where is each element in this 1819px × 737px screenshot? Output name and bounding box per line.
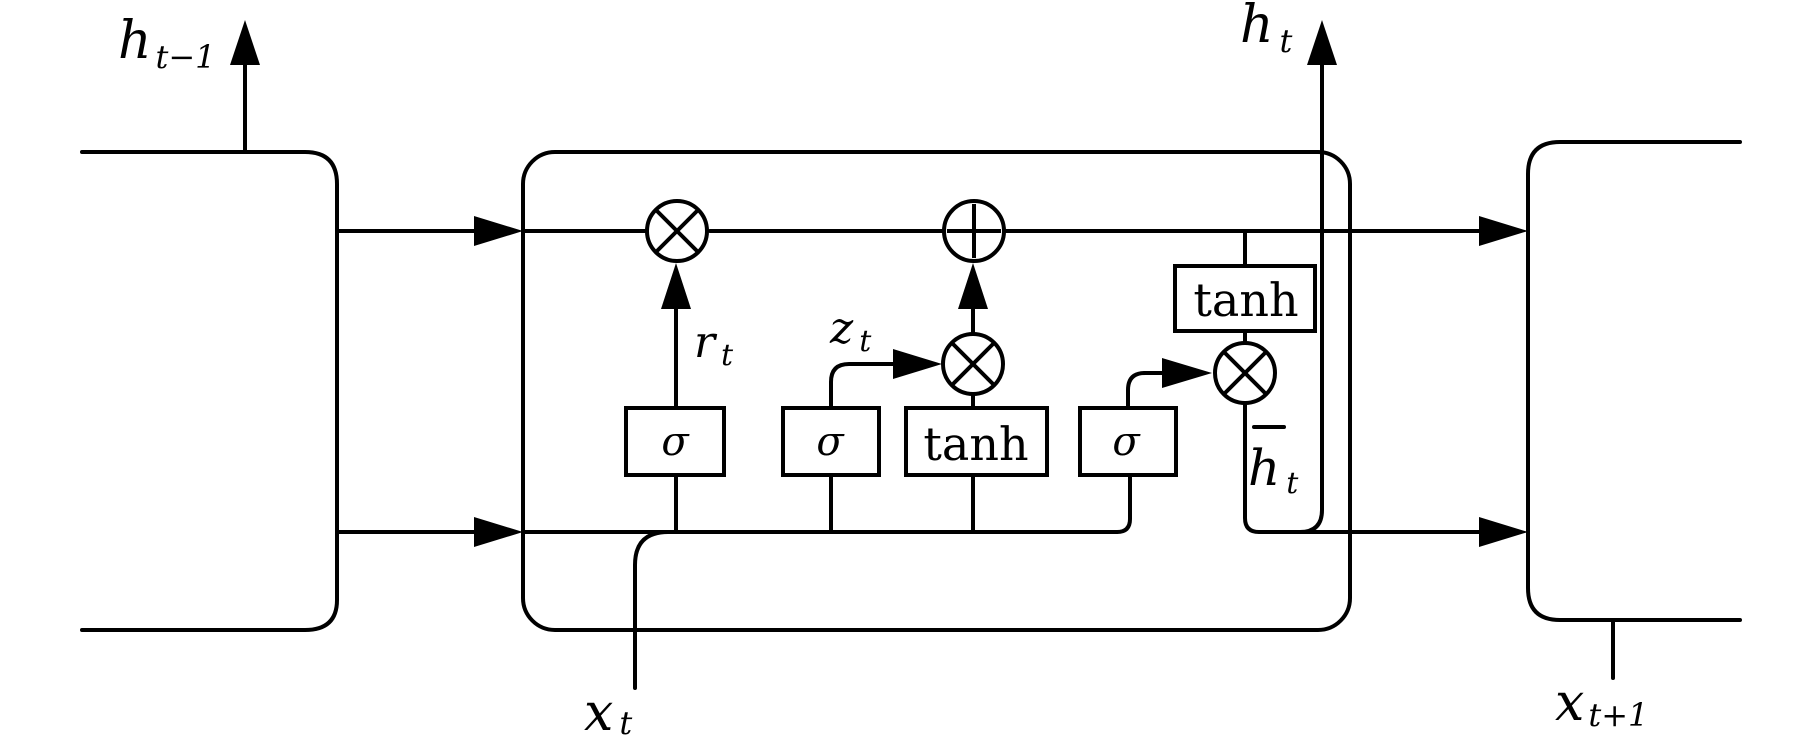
- sigma-update-box: [781, 406, 881, 477]
- sigma-reset-label: σ: [661, 419, 690, 465]
- h-bar-output-arrowhead: [1479, 517, 1528, 547]
- tanh-output-label: tanh: [1193, 273, 1298, 327]
- h-t-output-line: [1298, 60, 1324, 534]
- update-multiply-op: [941, 332, 1005, 396]
- h-t-arrowhead: [1307, 20, 1337, 65]
- hidden-state-output-arrowhead: [1479, 216, 1528, 246]
- prev-cell-outline: [80, 150, 339, 632]
- tanh-candidate-box: [904, 406, 1049, 477]
- add-op-arrowhead: [958, 263, 988, 309]
- sigma-reset-box: [624, 406, 726, 477]
- reset-gate-arrowhead: [661, 263, 691, 309]
- top-input-arrowhead: [474, 216, 523, 246]
- output-multiply-op: [1213, 341, 1277, 405]
- sigma-update-label: σ: [816, 419, 845, 465]
- next-cell-outline: [1526, 140, 1742, 622]
- sigma-third-label: σ: [1112, 419, 1141, 465]
- update-gate-arrowhead: [893, 349, 942, 379]
- sigma-third-box: [1078, 406, 1178, 477]
- tanh-output-box: [1173, 264, 1317, 333]
- input-bus-to-third-sigma: [1115, 473, 1132, 534]
- tanh-candidate-label: tanh: [923, 417, 1028, 471]
- third-gate-arrowhead: [1162, 358, 1212, 388]
- third-gate-line: [1126, 371, 1164, 410]
- add-op: [942, 199, 1006, 263]
- bottom-input-arrowhead: [474, 517, 523, 547]
- reset-multiply-op: [645, 199, 709, 263]
- h-bar-path: [1243, 401, 1482, 534]
- update-gate-line: [829, 362, 897, 410]
- x-t-input-line: [633, 530, 670, 690]
- current-cell-outline: [521, 150, 1352, 632]
- h-prev-arrowhead: [230, 20, 260, 65]
